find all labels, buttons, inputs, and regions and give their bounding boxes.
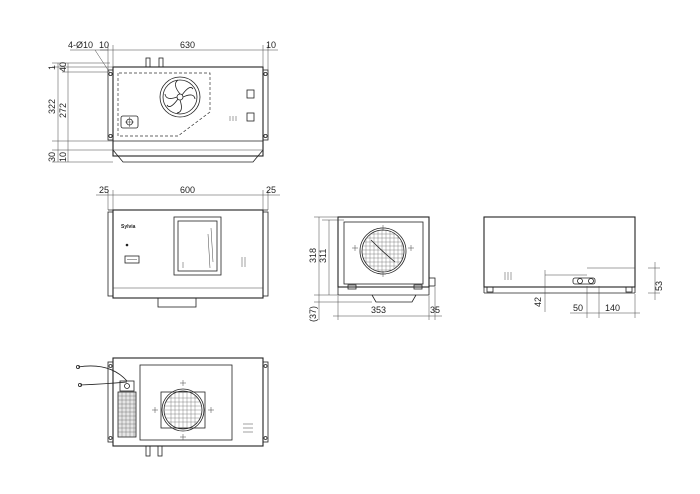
dim-35: 35 xyxy=(430,305,440,315)
side-view-right: 42 50 140 53 xyxy=(483,216,664,318)
dim-top-width: 630 xyxy=(180,40,195,50)
dim-v10: 10 xyxy=(58,152,68,162)
bottom-left-grille xyxy=(117,391,137,438)
top-view-body xyxy=(112,66,264,157)
dim-42: 42 xyxy=(533,297,543,307)
front-view-body xyxy=(112,209,264,299)
dim-front-left: 25 xyxy=(99,185,109,195)
dim-v322: 322 xyxy=(47,99,57,114)
display-panel xyxy=(124,255,140,264)
dim-top-right-margin: 10 xyxy=(266,40,276,50)
brand-label: Sylvia xyxy=(121,224,136,230)
round-grille-icon xyxy=(160,388,206,432)
dim-353: 353 xyxy=(371,305,386,315)
dim-v30: 30 xyxy=(47,152,57,162)
side-right-body xyxy=(483,216,636,288)
fan-icon xyxy=(159,76,201,118)
side-view-left: 318 311 (37) 353 35 xyxy=(308,216,442,322)
side-left-body xyxy=(337,216,430,288)
dim-v40: 40 xyxy=(58,62,68,72)
bottom-view xyxy=(76,357,269,457)
dim-holes: 4-Ø10 xyxy=(68,40,93,50)
front-view: Sylvia 25 600 25 xyxy=(96,185,280,308)
front-view-window xyxy=(173,216,222,276)
top-view-base xyxy=(112,140,264,163)
dim-top-small: 1 xyxy=(47,65,57,70)
dim-front-width: 600 xyxy=(180,185,195,195)
indicator-light xyxy=(125,243,129,247)
dim-311: 311 xyxy=(318,249,328,263)
dim-53: 53 xyxy=(654,281,664,291)
dim-v272: 272 xyxy=(58,103,68,118)
fan-grille-icon xyxy=(359,227,407,275)
dim-50: 50 xyxy=(573,303,583,313)
top-view-duct-dashed xyxy=(117,72,211,137)
dim-37: (37) xyxy=(308,306,318,322)
dim-318: 318 xyxy=(308,248,318,263)
dim-top-left-margin: 10 xyxy=(99,40,109,50)
top-view: 4-Ø10 10 630 10 1 40 322 272 30 10 xyxy=(47,40,278,163)
dim-140: 140 xyxy=(605,303,620,313)
dim-front-right: 25 xyxy=(266,185,276,195)
